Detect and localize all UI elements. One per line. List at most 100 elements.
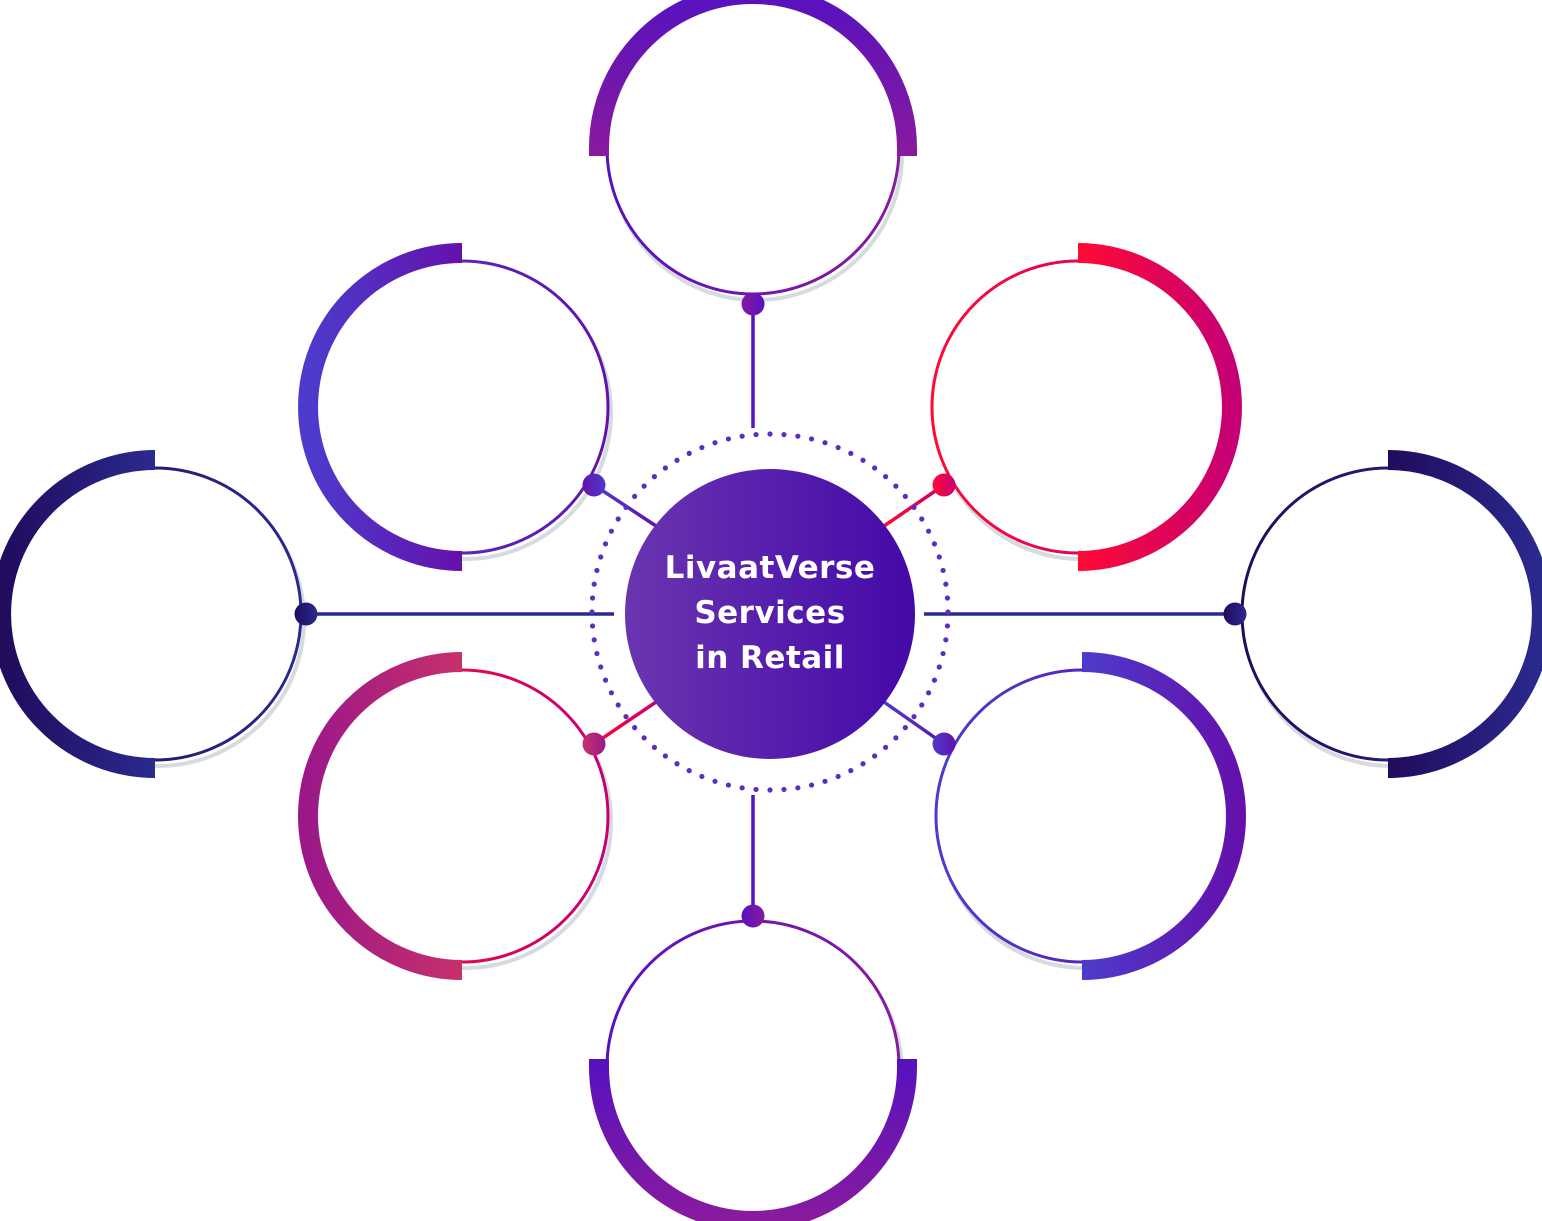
ring-dot <box>848 767 854 774</box>
ring-dot <box>936 554 942 560</box>
ring-dot <box>641 483 647 489</box>
connector-dot <box>741 292 765 316</box>
ring-dot <box>767 431 773 437</box>
ring-dot <box>753 786 759 793</box>
ring-dot <box>674 457 680 463</box>
ring-dot <box>598 554 604 560</box>
ring-dot <box>632 493 638 499</box>
connector-dot <box>582 732 606 756</box>
ring-dot <box>808 782 815 788</box>
ring-dot <box>883 744 889 750</box>
accent-arc <box>1081 652 1246 980</box>
ring-dot <box>739 433 745 439</box>
ring-dot <box>589 595 596 601</box>
ring-dot <box>712 778 718 784</box>
ring-dot <box>893 735 899 741</box>
ring-dot <box>753 431 759 438</box>
ring-dot <box>835 773 841 780</box>
ring-dot <box>712 440 718 446</box>
ring-dot <box>911 714 917 720</box>
ring-dot <box>848 450 854 457</box>
satellite-lower-right[interactable] <box>932 652 1246 980</box>
ring-dot <box>902 493 908 499</box>
ring-dot <box>860 761 866 767</box>
ring-dot <box>725 436 732 442</box>
accent-arc <box>0 450 156 778</box>
ring-dot <box>589 609 595 615</box>
accent-arc <box>1077 243 1242 571</box>
ring-dot <box>835 444 841 451</box>
ring-dot <box>872 753 878 759</box>
ring-dot <box>591 581 597 587</box>
ring-dot <box>651 744 657 750</box>
ring-dot <box>699 773 705 780</box>
ring-dot <box>623 504 629 510</box>
satellite-upper-left[interactable] <box>298 243 613 571</box>
ring-dot <box>943 581 949 587</box>
connector-dot <box>294 602 318 626</box>
ring-dot <box>662 753 668 759</box>
connector-dot <box>932 473 956 497</box>
ring-dot <box>602 541 609 547</box>
ring-dot <box>686 767 692 774</box>
ring-dot <box>598 664 604 670</box>
ring-dot <box>911 504 917 510</box>
ring-dot <box>945 609 951 615</box>
ring-dot <box>632 725 638 731</box>
ring-dot <box>608 528 615 534</box>
ring-dot <box>795 433 801 439</box>
ring-dot <box>919 516 925 522</box>
ring-dot <box>940 567 946 574</box>
ring-dot <box>594 650 600 657</box>
ring-dot <box>623 714 629 720</box>
satellite-right[interactable] <box>1223 450 1542 778</box>
ring-dot <box>872 465 878 471</box>
connector-dot <box>1223 602 1247 626</box>
ring-dot <box>781 786 787 793</box>
satellite-bottom[interactable] <box>589 904 917 1221</box>
ring-dot <box>902 725 908 731</box>
ring-dot <box>931 677 938 683</box>
ring-dot <box>944 623 951 629</box>
ring-dot <box>767 787 773 793</box>
connector-dot <box>741 904 765 928</box>
ring-dot <box>893 483 899 489</box>
satellite-left[interactable] <box>0 450 318 778</box>
ring-dot <box>615 516 621 522</box>
ring-dot <box>699 444 705 451</box>
ring-dot <box>940 650 946 657</box>
satellite-top[interactable] <box>589 0 917 316</box>
connector-dot <box>932 732 956 756</box>
ring-dot <box>931 541 938 547</box>
ring-dot <box>781 431 787 438</box>
ring-dot <box>925 528 932 534</box>
ring-dot <box>641 735 647 741</box>
dotted-ring <box>589 431 951 793</box>
satellite-lower-left[interactable] <box>298 652 613 980</box>
satellite-upper-right[interactable] <box>930 243 1242 571</box>
hub-circle[interactable] <box>625 469 915 759</box>
connector-dot <box>582 473 606 497</box>
ring-dot <box>674 761 680 767</box>
ring-dot <box>822 440 828 446</box>
ring-dot <box>594 567 600 574</box>
ring-dot <box>883 474 889 480</box>
ring-dot <box>739 785 745 791</box>
connector-lower-right <box>882 700 946 746</box>
ring-dot <box>919 702 925 708</box>
ring-dot <box>936 664 942 670</box>
ring-dot <box>662 465 668 471</box>
ring-dot <box>725 782 732 788</box>
ring-dot <box>822 778 828 784</box>
ring-dot <box>925 690 932 696</box>
ring-dot <box>608 690 615 696</box>
ring-dot <box>944 595 951 601</box>
connector-lower-left <box>593 700 657 746</box>
ring-dot <box>860 457 866 463</box>
ring-dot <box>795 785 801 791</box>
accent-arc <box>298 243 463 571</box>
connectors <box>306 304 1235 916</box>
ring-dot <box>943 637 949 643</box>
